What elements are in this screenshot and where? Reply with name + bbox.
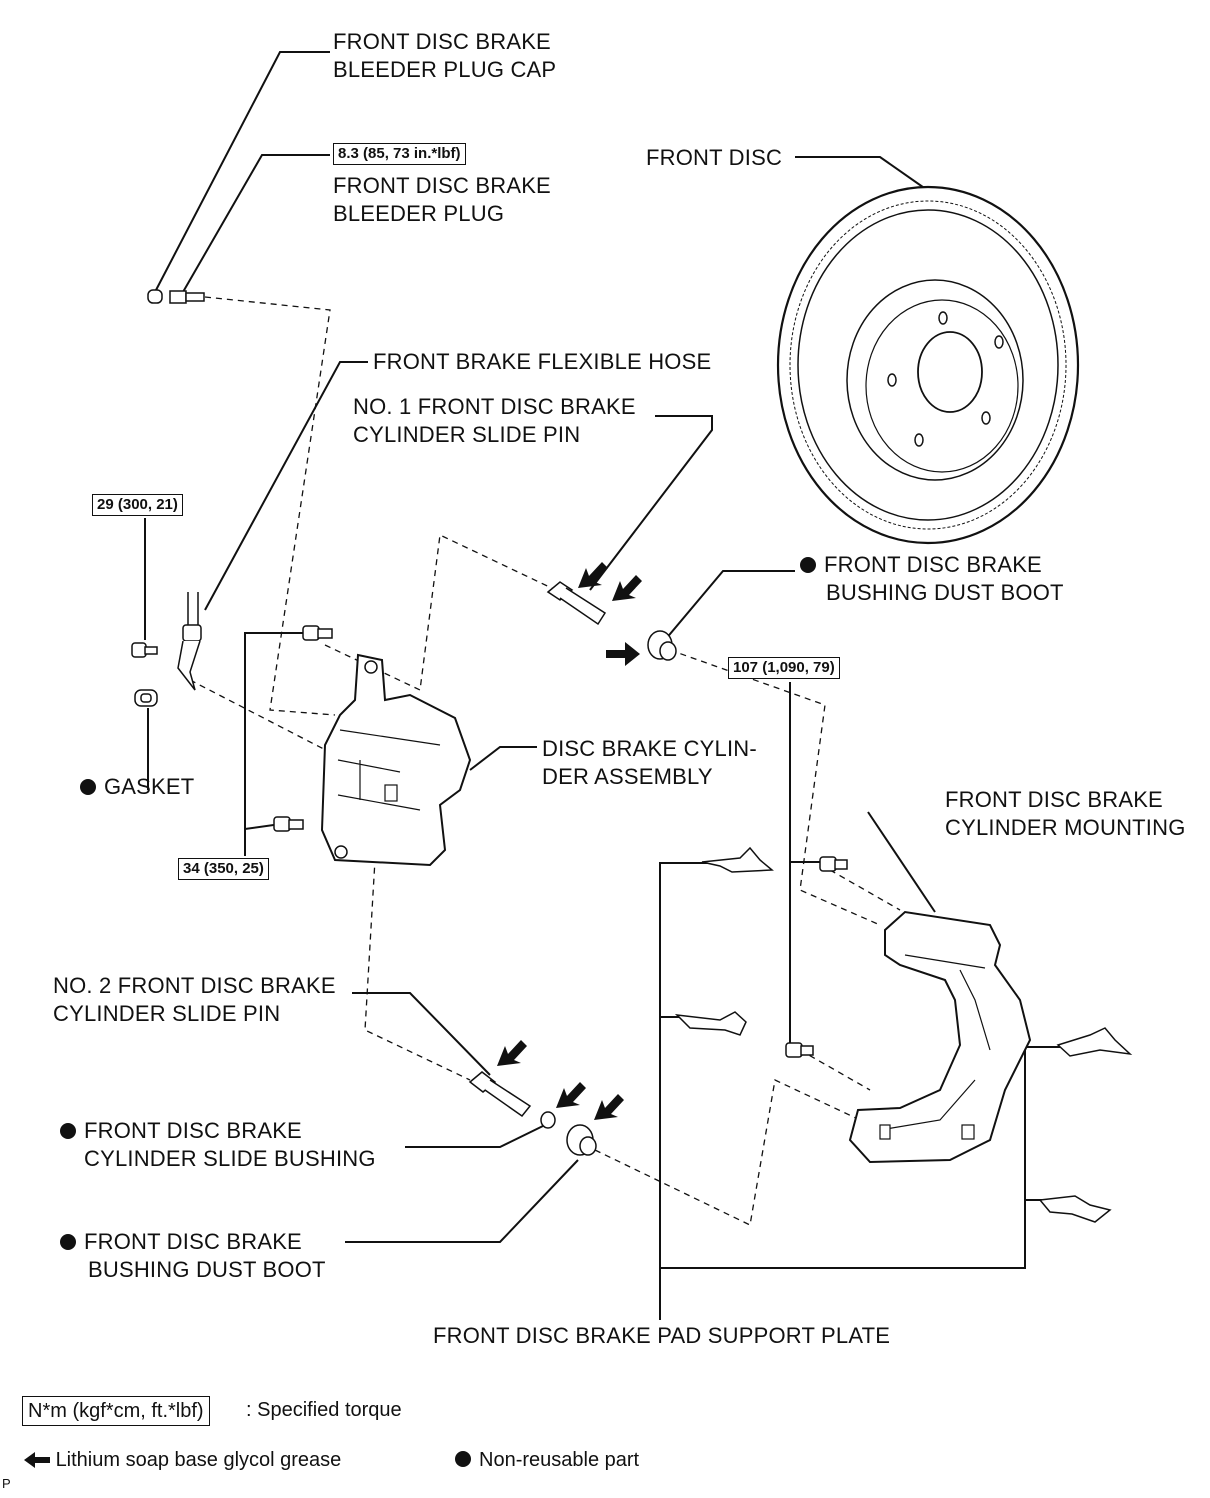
legend-torque-desc: : Specified torque [246, 1399, 402, 1421]
leader-cyl-bolts [244, 632, 305, 831]
label-bleeder-cap: FRONT DISC BRAKE BLEEDER PLUG CAP [333, 29, 557, 82]
grease-arrow-icon [606, 642, 640, 666]
slide-pin-2 [468, 1071, 532, 1118]
front-disc-rotor [776, 185, 1080, 545]
gasket-part [134, 689, 158, 707]
leader-cyl-assembly [469, 746, 537, 771]
torque-bleeder: 8.3 (85, 73 in.*lbf) [333, 143, 466, 165]
grease-arrow-icon [612, 575, 642, 601]
pad-support-plate-4 [1038, 1195, 1112, 1223]
leader-slide-pin1 [589, 415, 713, 591]
pad-support-plate-3 [1056, 1027, 1133, 1057]
label-dust-boot-top: FRONT DISC BRAKE BUSHING DUST BOOT [800, 551, 1064, 607]
cylinder-bolt-upper [302, 625, 333, 641]
grease-arrow-icon [578, 562, 608, 588]
leader-pad-support [659, 862, 720, 1320]
label-flex-hose: FRONT BRAKE FLEXIBLE HOSE [373, 349, 712, 374]
nonreusable-dot-icon [80, 779, 96, 795]
nonreusable-dot-icon [60, 1123, 76, 1139]
grease-arrows [497, 562, 642, 1120]
legend-nonreusable: Non-reusable part [455, 1448, 639, 1472]
label-pad-support-plate: FRONT DISC BRAKE PAD SUPPORT PLATE [433, 1323, 891, 1348]
grease-arrow-icon [24, 1452, 50, 1468]
label-slide-pin-1: NO. 1 FRONT DISC BRAKE CYLINDER SLIDE PI… [353, 394, 636, 447]
mounting-bolt-upper [819, 856, 848, 872]
label-slide-bushing: FRONT DISC BRAKE CYLINDER SLIDE BUSHING [60, 1117, 376, 1173]
slide-pin-1 [546, 581, 607, 626]
leader-bleeder-cap [154, 51, 330, 293]
torque-union-bolt: 29 (300, 21) [92, 494, 183, 516]
leader-slide-bushing [405, 1124, 546, 1148]
leader-slide-pin2 [352, 992, 491, 1076]
bleeder-parts [147, 289, 205, 304]
mounting-bolt-lower [785, 1042, 814, 1058]
label-gasket: GASKET [80, 773, 194, 801]
nonreusable-dot-icon [800, 557, 816, 573]
legend-torque-box: N*m (kgf*cm, ft.*lbf) [22, 1396, 210, 1426]
flex-hose-part [177, 592, 202, 691]
legend-grease: Lithium soap base glycol grease [24, 1448, 341, 1472]
label-slide-pin-2: NO. 2 FRONT DISC BRAKE CYLINDER SLIDE PI… [53, 973, 336, 1026]
nonreusable-dot-icon [455, 1451, 471, 1467]
grease-arrow-icon [556, 1082, 586, 1108]
leader-flex-hose [204, 361, 368, 611]
pad-support-plate-1 [701, 846, 774, 873]
cylinder-assembly [320, 653, 472, 867]
label-front-disc: FRONT DISC [646, 145, 783, 170]
leader-dust-boot-top [664, 570, 795, 641]
leader-mounting [867, 811, 936, 913]
leader-front-disc [795, 156, 931, 193]
cylinder-mounting-part [848, 910, 1032, 1164]
torque-cylinder-bolt: 34 (350, 25) [178, 858, 269, 880]
grease-arrow-icon [497, 1040, 527, 1066]
label-cylinder-mounting: FRONT DISC BRAKE CYLINDER MOUNTING [945, 787, 1186, 840]
label-cylinder-assembly: DISC BRAKE CYLIN- DER ASSEMBLY [542, 736, 757, 789]
label-bleeder-plug: FRONT DISC BRAKE BLEEDER PLUG [333, 173, 551, 226]
footer-mark: P [2, 1476, 11, 1491]
union-bolt [131, 642, 158, 658]
label-dust-boot-bottom: FRONT DISC BRAKE BUSHING DUST BOOT [60, 1228, 326, 1284]
dust-boot-bottom-part [566, 1124, 597, 1156]
grease-arrow-icon [594, 1094, 624, 1120]
cylinder-bolt-lower [273, 816, 304, 832]
leader-dust-boot-bottom [345, 1159, 579, 1243]
pad-support-plate-2 [674, 1011, 747, 1036]
torque-mounting-bolt: 107 (1,090, 79) [728, 657, 840, 679]
nonreusable-dot-icon [60, 1234, 76, 1250]
leader-bleeder-plug [182, 154, 330, 293]
dust-boot-top-part [647, 630, 677, 661]
slide-bushing-part [540, 1111, 556, 1129]
